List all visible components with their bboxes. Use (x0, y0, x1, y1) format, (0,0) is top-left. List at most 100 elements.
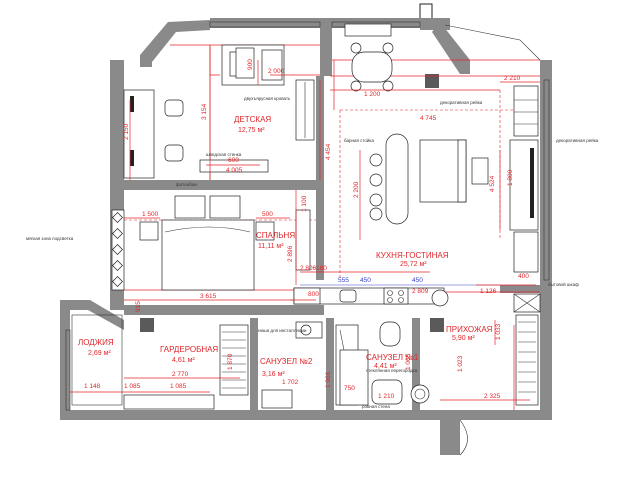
room-name-bedroom: СПАЛЬНЯ (256, 231, 295, 240)
washing-machine (410, 384, 430, 404)
note-flat-wall: ровная стена (362, 404, 390, 409)
room-labels: ДЕТСКАЯ 12,75 м² СПАЛЬНЯ 11,11 м² КУХНЯ-… (78, 115, 493, 378)
dim-180: 180 (316, 265, 327, 272)
wall-bath1-right (412, 318, 420, 418)
windows (65, 21, 550, 411)
dim-900: 900 (247, 59, 254, 70)
bath2-toilet (300, 324, 312, 336)
room-name-wardrobe: ГАРДЕРОБНАЯ (160, 345, 218, 354)
dim-2325: 2 325 (484, 393, 501, 400)
dim-1200: 1 200 (364, 91, 381, 98)
dining-chair-2 (382, 42, 394, 54)
hall-ward (515, 314, 539, 406)
room-area-bath1: 4,41 м² (374, 363, 397, 370)
dimension-lines (70, 48, 540, 410)
wall-bath2-left (250, 318, 258, 418)
annotations: двухъярусная кровать шведская стенка фот… (26, 96, 599, 409)
double-bed (161, 219, 255, 291)
dimension-labels: 2 000 900 3 154 2 150 4 454 600 4 005 1 … (84, 59, 529, 400)
dim-1148: 1 148 (84, 383, 101, 390)
bathroom-fixtures (261, 321, 430, 409)
pillow-2 (235, 47, 255, 79)
wall-right (540, 60, 552, 300)
bar-stool-2 (369, 173, 383, 187)
dim-1800: 1 800 (507, 169, 514, 186)
wall-top-right (332, 18, 420, 28)
wall-top-col-right (425, 74, 439, 88)
wall-right-bay (420, 18, 450, 30)
note-glass-partition: стеклянная перегородка (366, 368, 418, 373)
dim-2000: 2 000 (268, 68, 285, 75)
sofa-back (457, 139, 467, 203)
tv-screen (530, 148, 534, 218)
wall-top-mid (210, 18, 325, 28)
panel-diamonds (112, 212, 123, 287)
note-decorative-panel: декоративная рейка (440, 99, 483, 105)
room-name-bath1: САНУЗЕЛ №1 (366, 353, 419, 362)
room-area-loggia: 2,69 м² (88, 350, 111, 357)
room-area-kids: 12,75 м² (238, 127, 265, 134)
room-name-hall: ПРИХОЖАЯ (446, 325, 493, 334)
room-area-bath2: 3,16 м² (262, 371, 285, 378)
wall-mid-col (140, 318, 154, 332)
bunk-side (261, 49, 283, 81)
room-area-wardrobe: 4,61 м² (172, 357, 195, 364)
bar-counter (385, 133, 409, 225)
wall-mid-h (124, 305, 324, 315)
entrance-door-swing (459, 419, 468, 456)
note-sports-wall: шведская стенка (206, 152, 242, 157)
dining-chair-4 (382, 80, 394, 92)
chair-kids-2 (164, 144, 184, 162)
dim-500: 500 (262, 211, 273, 218)
wall-top-left-col (140, 55, 152, 67)
dim-450a: 450 (360, 277, 371, 284)
cabinet-top (513, 85, 539, 137)
dim-400: 400 (518, 273, 529, 280)
bedroom-furniture (111, 195, 311, 291)
coffee-table (471, 157, 489, 185)
room-area-bedroom: 11,11 м² (258, 243, 284, 250)
bed-pillow-1 (174, 195, 206, 219)
bar-stool-1 (369, 153, 383, 167)
wall-left-upper (110, 60, 124, 190)
bath1-toilet (379, 321, 401, 347)
dim-555: 555 (338, 277, 349, 284)
note-photo-wallpaper: фотообои (176, 182, 197, 187)
dim-2809: 2 809 (412, 288, 429, 295)
dim-3154: 3 154 (201, 103, 208, 120)
wall-mid-col2 (430, 318, 444, 332)
monitor-1 (130, 96, 134, 112)
nightstand-2 (255, 221, 275, 241)
dim-1100: 1 100 (301, 195, 308, 212)
bed-pillow-2 (209, 195, 241, 219)
nightstand-1 (139, 221, 159, 241)
wall-hall-h (500, 285, 550, 293)
note-decor-wall: декоративная рейка (556, 137, 599, 143)
sink (339, 289, 357, 303)
dim-1085b: 1 085 (170, 383, 187, 390)
dim-450b: 450 (412, 277, 423, 284)
dim-2806: 2 806 (300, 265, 317, 272)
desk-kids (123, 89, 155, 179)
room-name-kitchen: КУХНЯ-ГОСТИНАЯ (376, 251, 449, 260)
dim-1500: 1 500 (142, 211, 159, 218)
wall-right-bay-slant (432, 22, 470, 74)
wall-loggia-left (60, 300, 70, 415)
wall-top-left-bay (140, 20, 210, 62)
note-backlight: мягкая зона подсветка (26, 236, 74, 241)
cabinet-bottom (513, 231, 539, 273)
dim-4745: 4 745 (420, 115, 437, 122)
dim-1065: 1 065 (405, 353, 412, 370)
hangers-1 (222, 331, 246, 389)
balcony-slant (444, 24, 541, 61)
dim-1085a: 1 085 (124, 383, 141, 390)
dim-1870: 1 870 (227, 353, 234, 370)
bath1-sink (371, 379, 403, 405)
window-top (209, 21, 321, 28)
dim-4454: 4 454 (325, 143, 332, 160)
dim-2200: 2 200 (353, 181, 360, 198)
chair-kids-1 (164, 99, 184, 117)
dim-2770: 2 770 (172, 371, 189, 378)
hangers-hall (518, 321, 536, 393)
note-bar-counter: барная стойка (344, 137, 374, 143)
